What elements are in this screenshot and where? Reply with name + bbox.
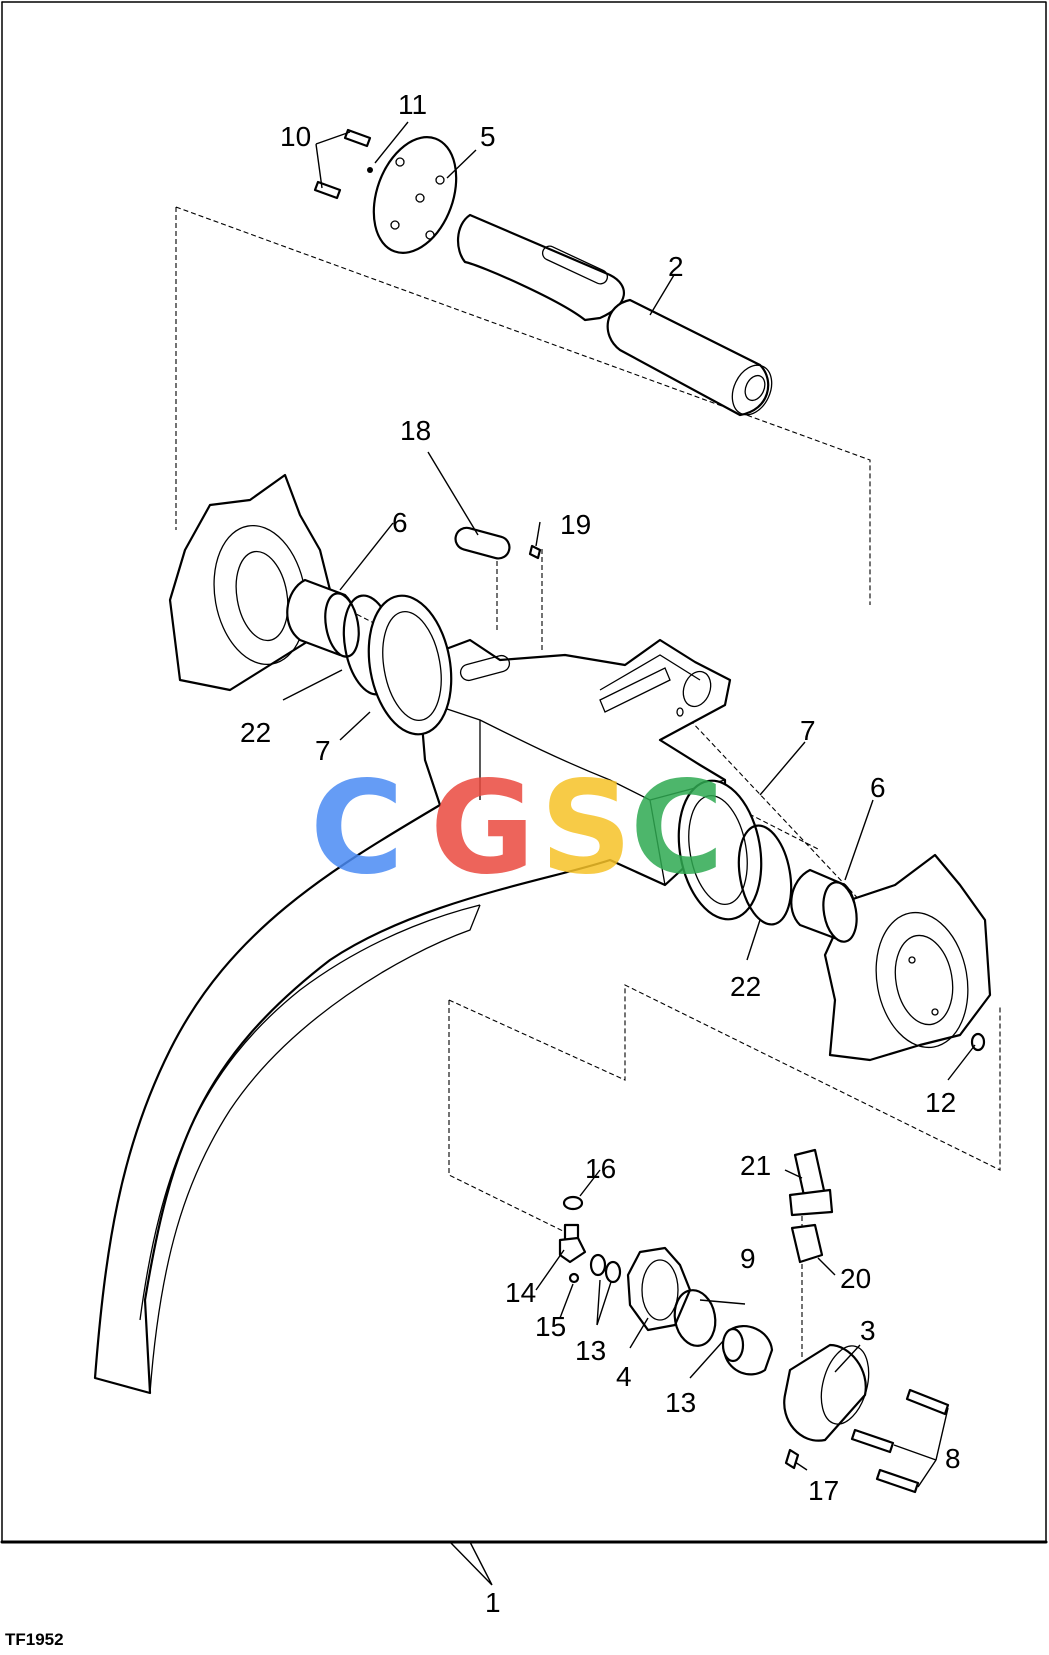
callout-7-right: 7 [800, 715, 816, 746]
callout-7-left: 7 [315, 735, 331, 766]
callout-14: 14 [505, 1277, 536, 1308]
callout-labels: 10 11 5 2 18 19 6 22 7 7 6 22 12 16 21 9… [240, 89, 961, 1618]
arm-body [93, 638, 732, 1395]
callout-3: 3 [860, 1315, 876, 1346]
left-bushing-set [286, 578, 453, 736]
watermark-letter-c1: C [310, 754, 404, 903]
callout-9: 9 [740, 1243, 756, 1274]
lower-assembly [558, 1195, 950, 1494]
callout-6-left: 6 [392, 507, 408, 538]
callout-12: 12 [925, 1087, 956, 1118]
callout-19: 19 [560, 509, 591, 540]
figure-id: TF1952 [5, 1630, 64, 1649]
callout-2: 2 [668, 251, 684, 282]
watermark-letter-s: S [540, 754, 632, 903]
callout-22-left: 22 [240, 717, 271, 748]
callout-8: 8 [945, 1443, 961, 1474]
callout-13-plug: 13 [665, 1387, 696, 1418]
callout-17: 17 [808, 1475, 839, 1506]
leader-lines [282, 121, 976, 1488]
hose-fittings [788, 1148, 834, 1264]
callout-22-right: 22 [730, 971, 761, 1002]
callout-10: 10 [280, 121, 311, 152]
callout-1: 1 [485, 1587, 501, 1618]
right-sprocket [823, 853, 992, 1062]
callout-13-washers: 13 [575, 1335, 606, 1366]
callout-6-right: 6 [870, 772, 886, 803]
left-sprocket [168, 473, 332, 692]
callout-16: 16 [585, 1153, 616, 1184]
callout-5: 5 [480, 121, 496, 152]
right-bushing-set [677, 779, 858, 943]
callout-18: 18 [400, 415, 431, 446]
callout-21: 21 [740, 1150, 771, 1181]
callout-15: 15 [535, 1311, 566, 1342]
callout-11: 11 [398, 89, 427, 120]
cgsc-watermark: C G S C [310, 754, 724, 903]
key-and-fitting [454, 526, 542, 560]
callout-4: 4 [616, 1361, 632, 1392]
watermark-letter-c2: C [630, 754, 724, 903]
end-plate [313, 128, 458, 254]
diagram-frame [0, 1, 1048, 1586]
watermark-letter-g: G [430, 754, 535, 903]
callout-20: 20 [840, 1263, 871, 1294]
shaft [457, 213, 773, 417]
alignment-lines [175, 206, 1001, 1360]
